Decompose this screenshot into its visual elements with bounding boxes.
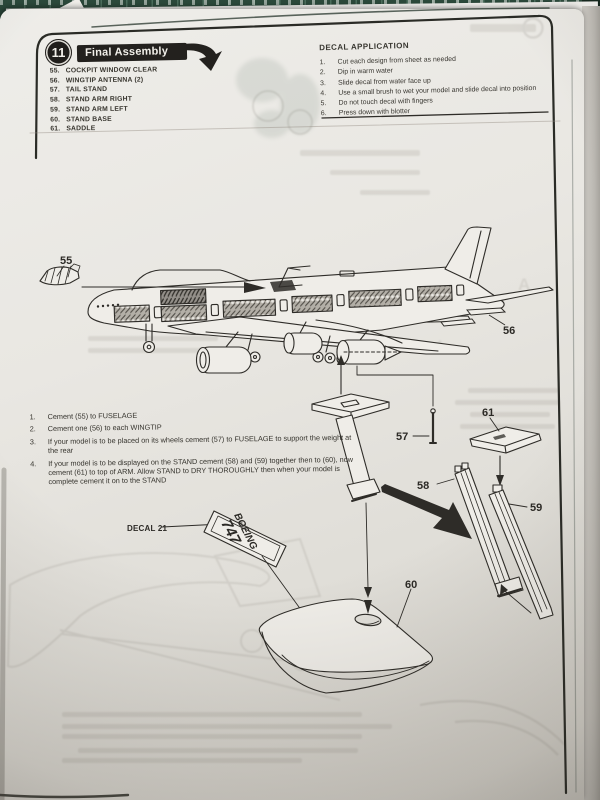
window-decal-bands [113,284,465,323]
decal-application-section: DECAL APPLICATION 1.Cut each design from… [319,37,584,120]
tail-fin [444,226,492,285]
banner-arrow-icon [178,43,222,71]
callout-55: 55 [60,255,72,267]
parts-list: 55.COCKPIT WINDOW CLEAR 56.WINGTIP ANTEN… [50,65,158,134]
colored-showthrough-blobs [236,58,320,138]
upper-deck-hump [131,269,251,291]
svg-text:A: A [518,275,530,294]
step-title-banner: Final Assembly [76,42,188,63]
engine-pods [195,321,403,374]
callout-decal-21: DECAL 21 [127,524,167,533]
instruction-item: 4.If your model is to be displayed on th… [30,454,354,487]
part-55-diagram [39,263,266,293]
callout-59: 59 [530,502,542,514]
callout-61: 61 [482,407,494,419]
assembly-instructions: 1.Cement (55) to FUSELAGE 2.Cement one (… [29,408,362,490]
parts-list-row: 56.WINGTIP ANTENNA (2) [49,76,144,85]
printed-page-border [0,7,577,800]
part-56-diagram [440,307,507,327]
step-number-badge: 11 [45,39,72,66]
instruction-item: 3.If your model is to be placed on its w… [29,432,352,456]
callout-56: 56 [503,325,515,337]
cockpit-windows [96,303,120,308]
instruction-item: 2.Cement one (56) to each WINGTIP [29,422,162,434]
parts-list-row: 61.SADDLE [50,125,96,133]
underlying-sheet-edge [582,6,600,800]
callout-60: 60 [405,579,417,591]
stabilizer [465,286,554,304]
airplane-diagram [87,226,554,374]
callout-57: 57 [396,431,408,443]
stand-diagram [161,355,554,694]
page-showthrough: A A [6,17,566,763]
callout-58: 58 [417,480,429,492]
